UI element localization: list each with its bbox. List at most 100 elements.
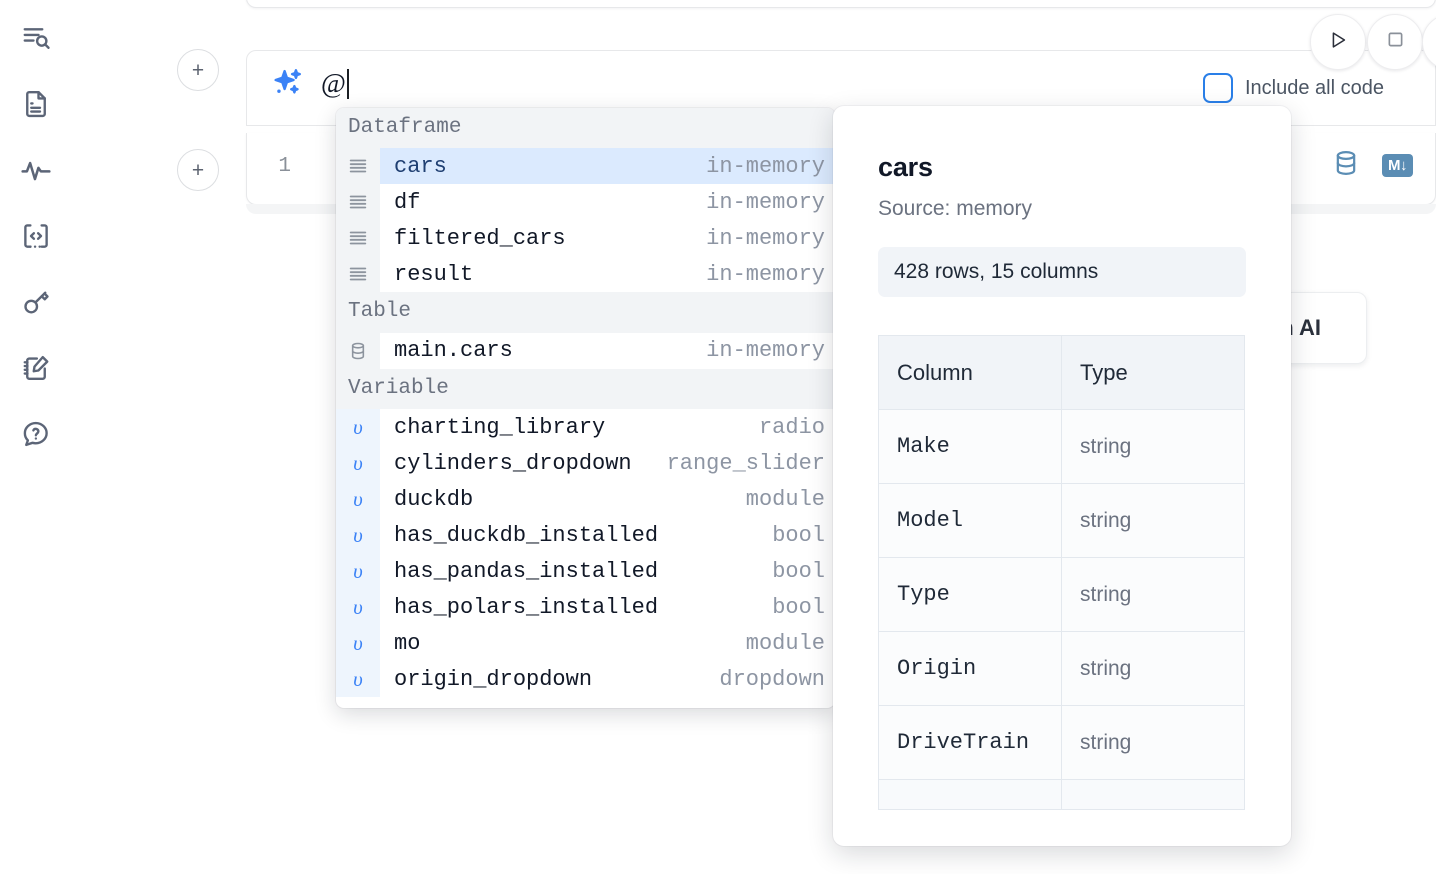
plus-icon: + xyxy=(191,58,205,82)
line-number: 1 xyxy=(278,155,291,178)
autocomplete-item-type: bool xyxy=(772,594,825,620)
autocomplete-item-name: cars xyxy=(394,153,447,179)
autocomplete-item-type: bool xyxy=(772,558,825,584)
table-header-row: Column Type xyxy=(878,335,1245,410)
schema-column-type: string xyxy=(1061,409,1245,484)
autocomplete-item-type: dropdown xyxy=(719,666,825,692)
autocomplete-item-name: cylinders_dropdown xyxy=(394,450,632,476)
sidebar-item-document[interactable] xyxy=(14,82,58,126)
autocomplete-group-header: Table xyxy=(336,292,835,333)
detail-source: Source: memory xyxy=(878,197,1033,220)
markdown-badge[interactable]: M↓ xyxy=(1382,154,1413,177)
autocomplete-item-name: duckdb xyxy=(394,486,474,512)
autocomplete-item-name: filtered_cars xyxy=(394,225,566,251)
autocomplete-item-type: radio xyxy=(758,414,825,440)
dataframe-detail-panel: cars Source: memory 428 rows, 15 columns… xyxy=(833,106,1291,846)
include-all-code-checkbox[interactable]: Include all code xyxy=(1203,73,1384,103)
variable-icon: υ xyxy=(336,553,380,590)
variable-icon: υ xyxy=(336,409,380,446)
text-caret xyxy=(346,69,349,99)
clipped-cell xyxy=(1061,779,1245,810)
schema-column-name: Type xyxy=(878,557,1062,632)
autocomplete-item-name: df xyxy=(394,189,421,215)
run-cell-button[interactable] xyxy=(1310,14,1366,70)
autocomplete-item-name: has_duckdb_installed xyxy=(394,522,659,548)
autocomplete-item-type: in-memory xyxy=(706,189,825,215)
detail-shape: 428 rows, 15 columns xyxy=(878,247,1246,297)
sidebar-item-snippets[interactable] xyxy=(14,214,58,258)
dataframe-icon xyxy=(336,220,380,257)
detail-title: cars xyxy=(878,152,933,182)
autocomplete-item-type: in-memory xyxy=(706,338,825,364)
notebook-pencil-icon xyxy=(21,353,51,383)
sidebar-item-secrets[interactable] xyxy=(14,280,58,324)
schema-column-type: string xyxy=(1061,705,1245,780)
table-row-clipped xyxy=(878,779,1245,810)
clipped-cell xyxy=(878,779,1062,810)
autocomplete-item[interactable]: υ origin_dropdown dropdown xyxy=(336,661,835,698)
autocomplete-item[interactable]: df in-memory xyxy=(336,184,835,221)
autocomplete-item-type: module xyxy=(745,486,825,512)
variable-icon: υ xyxy=(336,661,380,698)
variable-icon: υ xyxy=(336,481,380,518)
autocomplete-item[interactable]: υ has_duckdb_installed bool xyxy=(336,517,835,554)
header-type: Type xyxy=(1061,335,1245,410)
autocomplete-item-type: in-memory xyxy=(706,261,825,287)
autocomplete-item-type: module xyxy=(745,630,825,656)
autocomplete-item[interactable]: filtered_cars in-memory xyxy=(336,220,835,257)
schema-column-type: string xyxy=(1061,631,1245,706)
sidebar-item-activity[interactable] xyxy=(14,148,58,192)
autocomplete-item-type: in-memory xyxy=(706,225,825,251)
autocomplete-item[interactable]: υ charting_library radio xyxy=(336,409,835,446)
schema-column-name: Make xyxy=(878,409,1062,484)
autocomplete-item-type: bool xyxy=(772,522,825,548)
schema-column-type: string xyxy=(1061,483,1245,558)
checkbox-box[interactable] xyxy=(1203,73,1233,103)
include-all-code-label: Include all code xyxy=(1245,76,1384,99)
left-sidebar-rail xyxy=(0,0,72,874)
plus-icon: + xyxy=(191,158,205,182)
key-icon xyxy=(21,287,51,317)
add-cell-button-above[interactable]: + xyxy=(177,49,219,91)
activity-pulse-icon xyxy=(20,154,52,186)
sidebar-item-help[interactable] xyxy=(14,412,58,456)
database-icon[interactable] xyxy=(1332,149,1360,182)
chat-question-icon xyxy=(21,419,51,449)
autocomplete-group-header: Variable xyxy=(336,368,835,410)
sidebar-item-explore-search[interactable] xyxy=(14,16,58,60)
autocomplete-item-name: charting_library xyxy=(394,414,606,440)
run-icon xyxy=(1327,29,1349,56)
table-icon xyxy=(336,332,380,369)
ai-toolbar-right: Include all code xyxy=(1171,50,1436,126)
ai-prompt-input[interactable]: @ xyxy=(321,69,1171,99)
autocomplete-item-name: origin_dropdown xyxy=(394,666,593,692)
cell-action-icons: M↓ xyxy=(1332,149,1413,182)
add-cell-button-below[interactable]: + xyxy=(177,149,219,191)
search-lines-icon xyxy=(21,23,51,53)
schema-column-name: Model xyxy=(878,483,1062,558)
autocomplete-group-header: Dataframe xyxy=(336,108,835,149)
autocomplete-item-name: mo xyxy=(394,630,421,656)
code-brackets-icon xyxy=(21,221,51,251)
sparkle-icon xyxy=(271,66,305,100)
schema-column-name: Origin xyxy=(878,631,1062,706)
previous-cell-partial xyxy=(246,0,1436,8)
variable-icon: υ xyxy=(336,517,380,554)
stop-icon xyxy=(1385,29,1406,55)
sidebar-item-scratchpad[interactable] xyxy=(14,346,58,390)
document-icon xyxy=(21,89,51,119)
stop-cell-button[interactable] xyxy=(1367,14,1423,70)
